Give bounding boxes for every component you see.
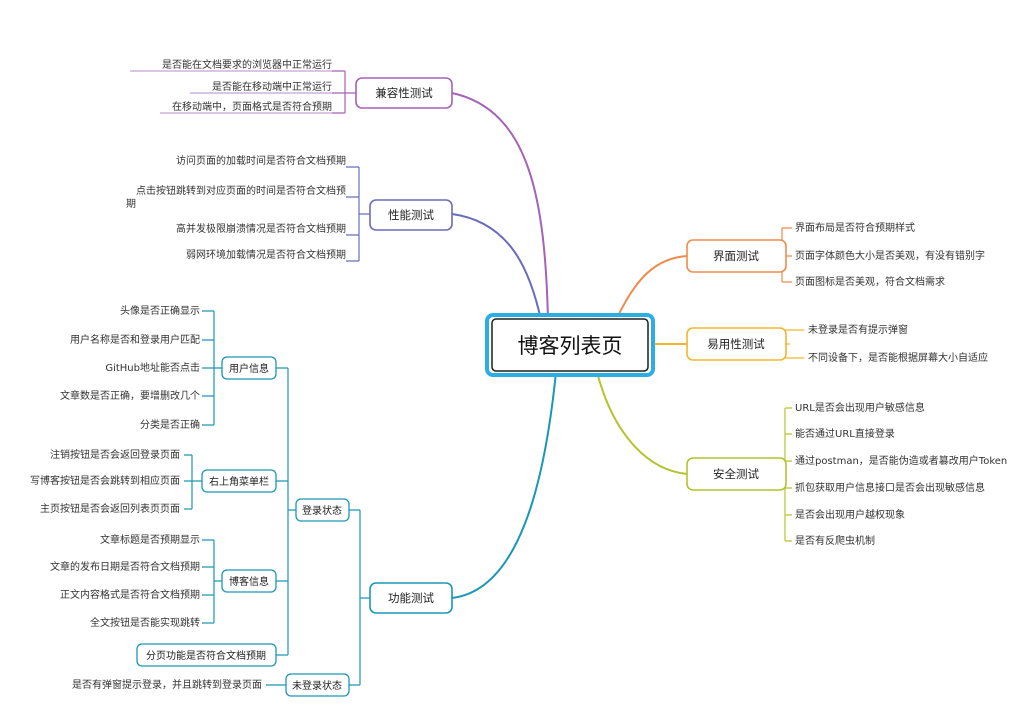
sub-pagination-label: 分页功能是否符合文档预期 [146, 649, 266, 662]
sub-user-info[interactable]: 用户信息 [221, 356, 277, 380]
branch-perf-label: 性能测试 [388, 208, 434, 222]
leaf: 期 [126, 198, 136, 210]
leaf: 通过postman，是否能伪造或者篡改用户Token [795, 454, 1007, 467]
leaves-logged-out: 是否有弹窗提示登录，并且跳转到登录页面 [72, 678, 262, 691]
branch-ui-label: 界面测试 [713, 249, 759, 263]
leaf: 是否有弹窗提示登录，并且跳转到登录页面 [72, 678, 262, 691]
leaf: 主页按钮是否会返回列表页页面 [40, 502, 180, 515]
leaf: 抓包获取用户信息接口是否会出现敏感信息 [795, 481, 985, 494]
leaves-blog-info: 文章标题是否预期显示 文章的发布日期是否符合文档预期 正文内容格式是否符合文档预… [50, 533, 200, 629]
leaf: 不同设备下，是否能根据屏幕大小自适应 [808, 351, 988, 364]
leaves-security: URL是否会出现用户敏感信息 能否通过URL直接登录 通过postman，是否能… [795, 401, 1007, 547]
sub-pagination[interactable]: 分页功能是否符合文档预期 [136, 643, 277, 667]
leaf: 注销按钮是否会返回登录页面 [50, 448, 180, 461]
sub-top-menu[interactable]: 右上角菜单栏 [201, 469, 277, 493]
sub-logged-out[interactable]: 未登录状态 [285, 673, 350, 697]
leaf: 是否会出现用户越权现象 [795, 508, 905, 521]
root-node[interactable]: 博客列表页 [485, 313, 655, 377]
connector-perf [451, 213, 542, 321]
sub-blog-info-label: 博客信息 [229, 575, 269, 588]
sub-logged-in[interactable]: 登录状态 [295, 498, 350, 522]
leaf: 分类是否正确 [140, 418, 200, 431]
connector-function [451, 371, 557, 599]
branch-function-label: 功能测试 [388, 591, 434, 605]
leaf: 是否有反爬虫机制 [795, 534, 875, 547]
sub-user-info-label: 用户信息 [229, 362, 269, 375]
leaf: 访问页面的加载时间是否符合文档预期 [176, 154, 346, 167]
leaf: 文章数是否正确，要增删改几个 [60, 389, 200, 402]
leaf: 文章标题是否预期显示 [100, 533, 200, 546]
branch-compat[interactable]: 兼容性测试 [355, 77, 453, 109]
leaf: 高并发极限崩溃情况是否符合文档预期 [176, 222, 346, 235]
leaf: GitHub地址能否点击 [105, 361, 200, 374]
leaf: 界面布局是否符合预期样式 [795, 221, 915, 234]
leaf: 头像是否正确显示 [120, 304, 200, 317]
branch-usability-label: 易用性测试 [707, 337, 765, 351]
leaf: 文章的发布日期是否符合文档预期 [50, 560, 200, 573]
branch-ui[interactable]: 界面测试 [686, 239, 787, 273]
sub-logged-in-label: 登录状态 [302, 504, 342, 517]
main-connectors [451, 92, 688, 599]
branch-perf[interactable]: 性能测试 [369, 199, 453, 231]
leaf: 是否能在文档要求的浏览器中正常运行 [162, 58, 332, 71]
leaf: 页面图标是否美观，符合文档需求 [795, 275, 945, 288]
leaf: 未登录是否有提示弹窗 [808, 323, 908, 336]
branch-security[interactable]: 安全测试 [686, 457, 787, 491]
branch-function[interactable]: 功能测试 [369, 582, 453, 614]
sub-top-menu-label: 右上角菜单栏 [209, 475, 269, 488]
sub-blog-info[interactable]: 博客信息 [221, 569, 277, 593]
leaf: 弱网环境加载情况是否符合文档预期 [186, 248, 346, 261]
leaves-user-info: 头像是否正确显示 用户名称是否和登录用户匹配 GitHub地址能否点击 文章数是… [60, 304, 200, 431]
leaf: 写博客按钮是否会跳转到相应页面 [30, 474, 180, 487]
leaves-usability: 未登录是否有提示弹窗 不同设备下，是否能根据屏幕大小自适应 [808, 323, 988, 364]
leaf: 点击按钮跳转到对应页面的时间是否符合文档预 [136, 184, 346, 197]
leaf: 页面字体颜色大小是否美观，有没有错别字 [795, 249, 985, 262]
connector-security [596, 371, 688, 475]
sub-logged-out-label: 未登录状态 [292, 679, 342, 692]
leaf: URL是否会出现用户敏感信息 [795, 401, 925, 414]
leaves-compat: 是否能在文档要求的浏览器中正常运行 是否能在移动端中正常运行 在移动端中，页面格… [162, 58, 332, 113]
leaf: 是否能在移动端中正常运行 [212, 80, 332, 93]
branch-security-label: 安全测试 [713, 467, 759, 481]
connector-compat [451, 92, 549, 321]
leaves-ui: 界面布局是否符合预期样式 页面字体颜色大小是否美观，有没有错别字 页面图标是否美… [795, 221, 985, 288]
leaf: 用户名称是否和登录用户匹配 [70, 333, 200, 346]
leaf: 能否通过URL直接登录 [795, 427, 895, 440]
leaves-perf: 访问页面的加载时间是否符合文档预期 点击按钮跳转到对应页面的时间是否符合文档预 … [126, 154, 346, 261]
leaves-top-menu: 注销按钮是否会返回登录页面 写博客按钮是否会跳转到相应页面 主页按钮是否会返回列… [30, 448, 180, 515]
branch-compat-label: 兼容性测试 [375, 86, 433, 100]
branch-usability[interactable]: 易用性测试 [686, 327, 787, 361]
leaf: 全文按钮是否能实现跳转 [90, 616, 200, 629]
connector-ui [616, 255, 688, 319]
root-label: 博客列表页 [518, 334, 623, 358]
leaf: 正文内容格式是否符合文档预期 [60, 588, 200, 601]
leaf: 在移动端中，页面格式是否符合预期 [172, 100, 332, 113]
